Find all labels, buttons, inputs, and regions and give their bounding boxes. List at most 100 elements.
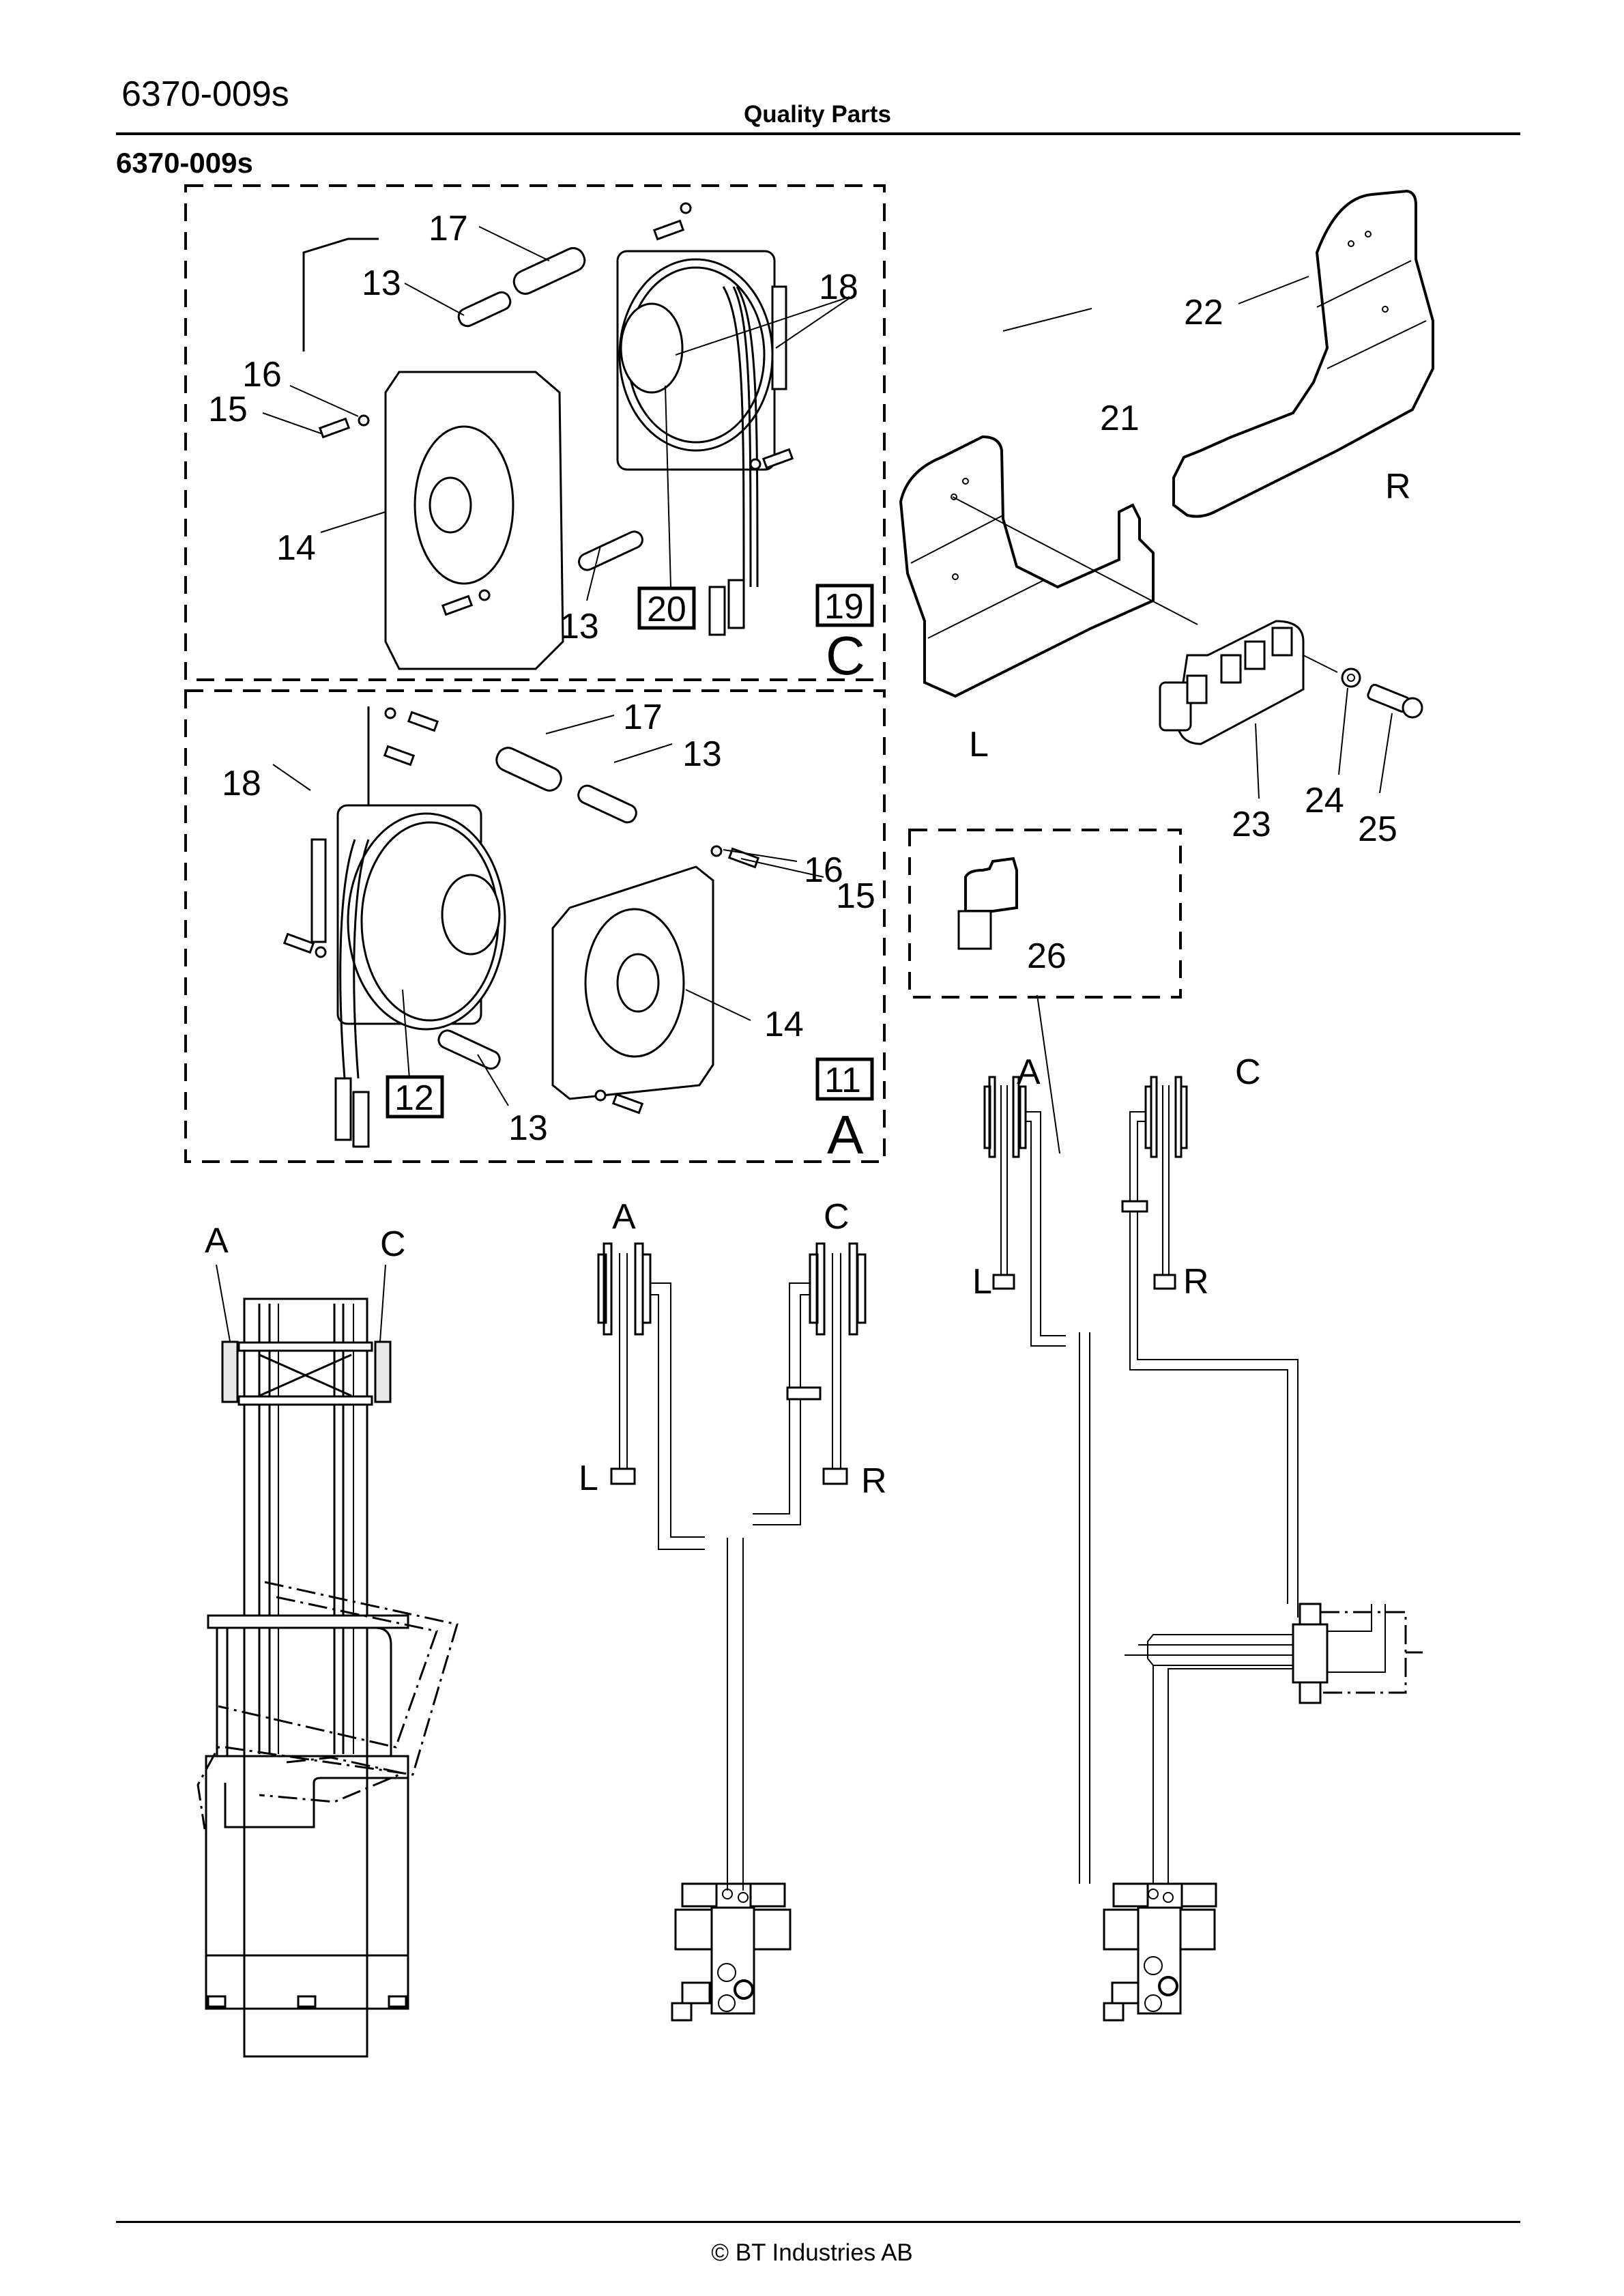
hose-reel-hub-a [441, 874, 501, 956]
callout-21: 21 [1100, 399, 1140, 438]
reel-position-a [221, 1340, 239, 1403]
callout-18: 18 [819, 268, 858, 307]
overhead-guard [207, 1614, 409, 1629]
cover-plate-disc-a [584, 908, 685, 1058]
valve-port-1 [1186, 674, 1208, 704]
callout-16-a: 16 [804, 850, 843, 890]
washer-24 [1341, 668, 1361, 688]
hose-fitting-a-2 [352, 1091, 370, 1148]
callout-18-a: 18 [222, 764, 261, 803]
back-plate [302, 238, 379, 351]
spacer-17 [512, 247, 586, 295]
hose-a-1 [339, 839, 356, 1079]
callout-13-lower: 13 [560, 607, 599, 646]
hose-reel-hub [620, 302, 684, 394]
valve-port-3 [1244, 640, 1266, 670]
spacer-13-upper [457, 291, 512, 328]
hose-1 [722, 286, 745, 588]
hose-clamp-2 [1121, 1200, 1148, 1213]
callout-13-a: 13 [682, 734, 722, 774]
kit-box-20 [637, 586, 696, 630]
hose-clamp-1 [786, 1386, 822, 1401]
callout-23: 23 [1232, 805, 1271, 844]
mast-label-c: C [380, 1224, 406, 1264]
spacer-13-a-upper [577, 784, 637, 824]
cover-plate-14 [384, 371, 564, 670]
valve-bracket-assembly: 22 21 23 24 25 R L [899, 189, 1434, 849]
mast-label-a: A [205, 1221, 229, 1261]
callout-25: 25 [1358, 809, 1397, 849]
truck-chassis [205, 1755, 409, 2010]
callout-17: 17 [429, 209, 468, 248]
callout-20: 20 [647, 590, 686, 629]
side-label-r: R [1385, 467, 1411, 506]
reel-bracket-18 [771, 285, 787, 390]
reel-bracket-18-a [310, 838, 327, 943]
callout-14: 14 [276, 528, 316, 568]
callout-17-a: 17 [623, 698, 663, 737]
kit-box-11 [815, 1057, 874, 1101]
hose-a-2 [353, 839, 370, 1079]
side-label-l: L [969, 725, 989, 764]
schematic-2-side-l: L [972, 1262, 992, 1302]
callout-26-leader [1036, 994, 1060, 1154]
schematic-1-side-l: L [579, 1459, 598, 1498]
kit-number-11: 11 [824, 1061, 861, 1100]
section-code: 6370-009s [116, 147, 253, 179]
copyright-notice: © BT Industries AB [711, 2239, 913, 2266]
schematic-1-label-c: C [824, 1197, 850, 1237]
reel-assembly-c: 17 13 18 16 15 14 13 20 19 C [184, 184, 886, 686]
kit-box-19 [815, 584, 874, 627]
elbow-fitting-assembly: 26 [908, 829, 1182, 1154]
valve-end-cap [1159, 681, 1192, 732]
callout-15-a: 15 [836, 876, 875, 916]
bolt-set [318, 202, 794, 616]
kit-boundary-26 [908, 829, 1182, 999]
schematic-1-side-r: R [861, 1461, 887, 1501]
diverter-valve [1292, 1623, 1329, 1684]
hose-schematic-1: A C L R [579, 1197, 887, 2022]
hose-fitting-a-1 [334, 1077, 352, 1141]
kit-number-19: 19 [824, 587, 864, 627]
spacer-17-a [495, 747, 562, 792]
cylinder-r-2 [1153, 1274, 1176, 1290]
hose-2 [736, 286, 759, 588]
elbow-fitting-26 [964, 857, 1018, 913]
spacer-13-lower [578, 530, 643, 571]
cylinder-r-1 [822, 1467, 848, 1485]
footer-divider [116, 2221, 1520, 2223]
schematic-1-label-a: A [612, 1197, 636, 1237]
schematic-2-label-c: C [1235, 1052, 1261, 1092]
truck-mast-overview: A C [197, 1221, 459, 2058]
solenoid-top [1299, 1603, 1322, 1626]
position-letter-a: A [827, 1104, 864, 1165]
bracket-22-right [1172, 189, 1434, 518]
hose-fitting-2 [727, 579, 745, 629]
callout-22: 22 [1184, 293, 1223, 332]
control-valve-block-1 [671, 1882, 792, 2022]
hose-3 [732, 286, 752, 588]
cylinder-l-1 [610, 1467, 636, 1485]
kit-box-12 [386, 1075, 444, 1119]
cylinder-l-2 [992, 1274, 1015, 1290]
cover-plate-hub-a [616, 953, 660, 1013]
position-letter-c: C [826, 625, 865, 686]
document-code: 6370-009s [121, 74, 289, 114]
kit-boundary-19 [184, 184, 886, 681]
valve-port-2 [1220, 654, 1242, 684]
cover-plate-hub [429, 476, 472, 534]
callout-12: 12 [394, 1078, 434, 1118]
reel-assembly-a: 17 13 18 16 15 14 13 12 11 A [184, 689, 886, 1165]
electrical-wiring [1320, 1611, 1407, 1694]
spacer-13-a-lower [437, 1029, 501, 1070]
header-divider [116, 132, 1520, 135]
schematic-2-label-a: A [1017, 1052, 1041, 1092]
kit-boundary-11 [184, 689, 886, 1163]
hose-schematic-2: A C L R [972, 1052, 1423, 2022]
callout-15: 15 [208, 390, 248, 429]
control-valve-block-2 [1103, 1882, 1217, 2022]
callout-16: 16 [242, 355, 282, 394]
callout-13-a-lower: 13 [508, 1108, 548, 1148]
bracket-21-left [899, 435, 1155, 698]
